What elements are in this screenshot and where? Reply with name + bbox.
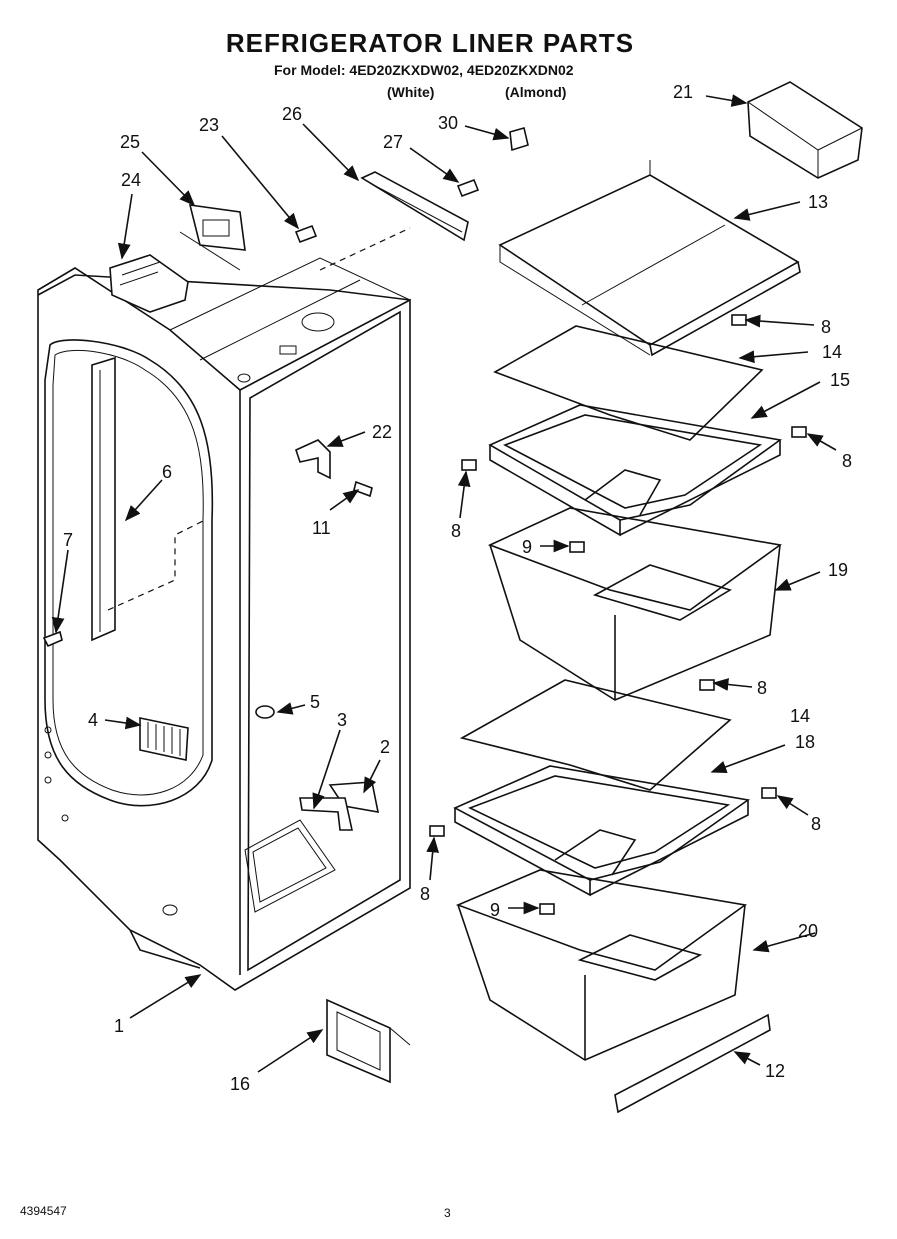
callout-15: 15: [830, 370, 850, 390]
top-rail: [360, 171, 469, 242]
shelf-rail: [91, 356, 116, 642]
page-number: 3: [444, 1206, 451, 1220]
crisper-drawer-lower: [455, 829, 748, 1061]
grommet: [255, 705, 275, 719]
callout-21: 21: [673, 82, 693, 102]
model-line: For Model: 4ED20ZKXDW02, 4ED20ZKXDN02: [274, 62, 574, 78]
glass-shelf-lower: [459, 679, 732, 791]
callout-1: 1: [114, 1016, 124, 1036]
callout-labels: 1 2 3 4 5 6 7 8 8 8 8 8 8 9 9 11 12 13 1…: [63, 82, 852, 1094]
screw-7: [42, 630, 63, 648]
screw-27: [456, 178, 480, 198]
callout-3: 3: [337, 710, 347, 730]
callout-27: 27: [383, 132, 403, 152]
variant-almond: (Almond): [505, 84, 567, 100]
callout-25: 25: [120, 132, 140, 152]
light-shield: [326, 998, 411, 1084]
callout-22: 22: [372, 422, 392, 442]
callout-20: 20: [798, 921, 818, 941]
callout-18: 18: [795, 732, 815, 752]
callout-8b: 8: [842, 451, 852, 471]
document-number: 4394547: [20, 1204, 67, 1218]
leader-lines: [51, 94, 837, 1073]
crisper-cover-frame-upper: [488, 404, 783, 537]
bracket: [295, 439, 331, 480]
callout-23: 23: [199, 115, 219, 135]
callout-8a: 8: [821, 317, 831, 337]
refrigerator-liner: [37, 257, 411, 991]
callout-7: 7: [63, 530, 73, 550]
callout-8d: 8: [757, 678, 767, 698]
callout-13: 13: [808, 192, 828, 212]
callout-12: 12: [765, 1061, 785, 1081]
bracket-3: [299, 797, 353, 831]
callout-8e: 8: [811, 814, 821, 834]
clip-30: [509, 127, 529, 152]
callout-2: 2: [380, 737, 390, 757]
light-bracket: [179, 204, 246, 271]
crisper-drawer-upper: [487, 469, 783, 701]
control-housing: [109, 254, 189, 313]
callout-14b: 14: [790, 706, 810, 726]
callout-8c: 8: [451, 521, 461, 541]
dairy-bin: [747, 81, 863, 179]
variant-white: (White): [387, 84, 435, 100]
trim-strip: [614, 1013, 771, 1114]
callout-16: 16: [230, 1074, 250, 1094]
callout-4: 4: [88, 710, 98, 730]
air-grille: [139, 717, 189, 761]
callout-26: 26: [282, 104, 302, 124]
callout-24: 24: [121, 170, 141, 190]
callout-9a: 9: [522, 537, 532, 557]
shelf-support-pegs: [429, 314, 807, 915]
glass-shelf-upper: [493, 325, 764, 441]
callout-30: 30: [438, 113, 458, 133]
crisper-cover-frame-lower: [453, 765, 751, 897]
callout-11: 11: [312, 518, 331, 538]
callout-5: 5: [310, 692, 320, 712]
screw-23: [294, 224, 318, 244]
wire-shelf: [498, 160, 801, 357]
callout-19: 19: [828, 560, 848, 580]
callout-6: 6: [162, 462, 172, 482]
callout-9b: 9: [490, 900, 500, 920]
diagram-title: REFRIGERATOR LINER PARTS: [225, 28, 635, 58]
callout-8f: 8: [420, 884, 430, 904]
callout-14a: 14: [822, 342, 842, 362]
screw-11: [353, 480, 373, 498]
